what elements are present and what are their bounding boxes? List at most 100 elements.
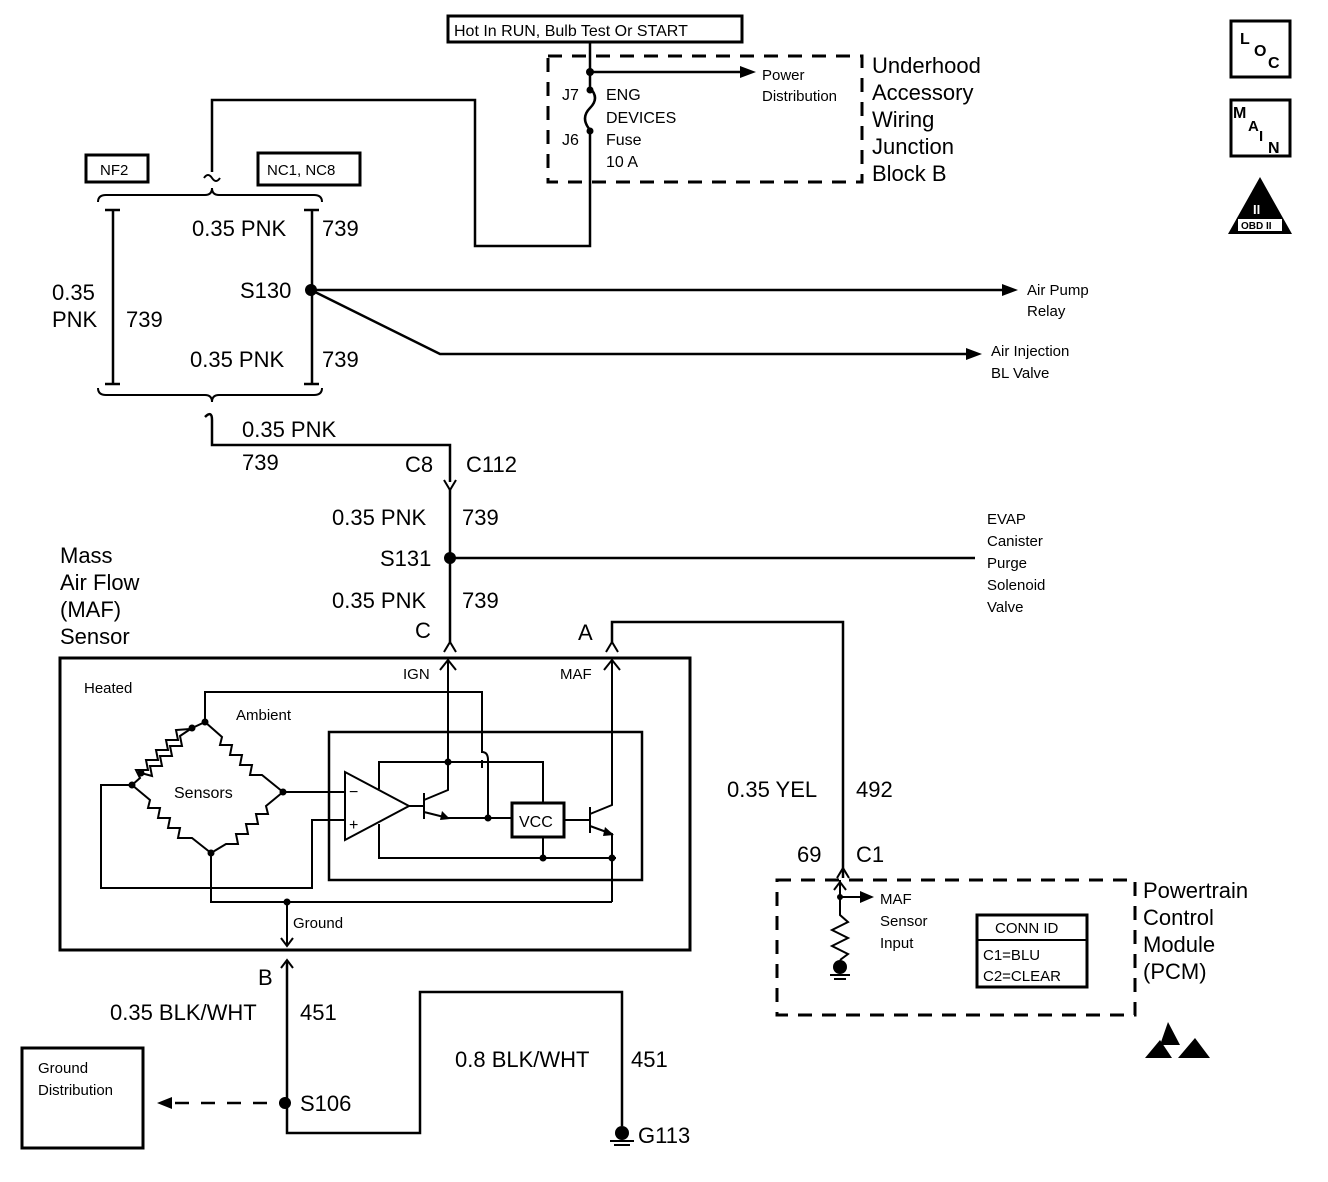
air-injection-label: BL Valve [991,365,1049,382]
evap-label: Purge [987,555,1027,572]
main-letter: M [1233,105,1246,122]
pcm-title: Control [1143,905,1214,930]
option-nf2-text: NF2 [100,162,128,179]
wire-circuit: 451 [300,1000,337,1025]
ground-icon [610,1126,634,1146]
ground-label: Ground [293,915,343,932]
ground-distribution-label: Ground [38,1060,88,1077]
fuse-icon [583,87,597,131]
fuse-label: ENG [606,87,641,104]
sensors-label: Sensors [174,785,233,802]
ground-g113-label: G113 [638,1123,690,1148]
esd-warning-icon [1145,1022,1210,1058]
option-nc1-nc8-text: NC1, NC8 [267,162,335,179]
vcc-block [510,801,566,839]
wire-gauge: 0.35 [52,280,95,305]
sensor-bridge [128,718,287,857]
maf-sensor-title: Sensor [60,624,130,649]
arrow-icon [157,1097,172,1109]
loc-letter: O [1254,43,1266,60]
power-distribution-label: Distribution [762,88,837,105]
loc-letter: C [1268,55,1280,72]
wire-circuit: 739 [242,450,279,475]
option-nf2 [84,153,150,184]
power-condition-label: Hot In RUN, Bulb Test Or START [446,14,744,44]
wire-circuit: 739 [322,347,359,372]
ign-label: IGN [403,666,430,683]
block-name-line: Junction [872,134,954,159]
maf-sensor-title: Mass [60,543,113,568]
option-nc1-nc8 [256,151,362,187]
pcm-pin-label: 69 [797,842,821,867]
main-letter: A [1248,118,1259,135]
wire-circuit: 492 [856,777,893,802]
conn-id-row: C2=CLEAR [983,968,1061,985]
resistor-icon [829,880,851,961]
maf-sensor-title: Air Flow [60,570,140,595]
block-name-line: Accessory [872,80,973,105]
wire-gauge: 0.35 PNK [332,505,426,530]
air-injection-label: Air Injection [991,343,1069,360]
wire-gauge: 0.35 PNK [242,417,336,442]
maf-input-label: Input [880,935,914,952]
main-letter: N [1268,140,1280,157]
connector-c-label: C [415,618,431,643]
evap-label: Canister [987,533,1043,550]
underhood-junction-block: Underhood Accessory Wiring Junction Bloc… [546,42,981,186]
fuse-label: Fuse [606,132,642,149]
splice-s106-label: S106 [300,1091,351,1116]
main-icon[interactable]: M A I N [1229,98,1292,158]
block-name-line: Wiring [872,107,934,132]
wire-circuit: 739 [462,588,499,613]
splice-s131-label: S131 [380,546,431,571]
pcm-module: Powertrain Control Module (PCM) MAF Sens… [775,878,1248,1017]
wire-gauge: 0.35 BLK/WHT [110,1000,257,1025]
power-condition-text: Hot In RUN, Bulb Test Or START [454,23,688,40]
pcm-connector-label: C1 [856,842,884,867]
maf-input-label: MAF [880,891,912,908]
ground-distribution-box [20,1046,145,1150]
ground-distribution-label: Distribution [38,1082,113,1099]
wire-gauge: 0.35 PNK [190,347,284,372]
maf-label: MAF [560,666,592,683]
air-pump-relay-label: Air Pump [1027,282,1089,299]
block-name-line: Underhood [872,53,981,78]
op-amp-plus: + [349,817,358,834]
wire-circuit: 451 [631,1047,668,1072]
op-amp-minus: − [349,784,358,801]
connector-b-label: B [258,965,273,990]
transistor-icon [409,660,515,819]
ground-icon [833,960,847,974]
connector-c8-label: C8 [405,452,433,477]
pin-j6: J6 [562,132,579,149]
conn-id-row: C1=BLU [983,947,1040,964]
arrow-icon [740,66,756,78]
main-letter: I [1259,128,1263,145]
obd-text: II [1253,202,1260,217]
evap-label: EVAP [987,511,1026,528]
air-pump-relay-label: Relay [1027,303,1066,320]
splice-s106 [279,1097,291,1109]
maf-input-label: Sensor [880,913,928,930]
connector-c112-label: C112 [466,452,517,477]
obd-ii-icon[interactable]: II OBD II [1228,177,1292,234]
conn-id-title: CONN ID [995,920,1059,937]
pcm-title: Module [1143,932,1215,957]
wire-gauge: PNK [52,307,98,332]
transistor-icon [564,660,613,902]
pcm-title: (PCM) [1143,959,1207,984]
power-distribution-label: Power [762,67,805,84]
heated-label: Heated [84,680,132,697]
ambient-label: Ambient [236,707,292,724]
splice-s130-label: S130 [240,278,291,303]
loc-letter: L [1240,31,1250,48]
wire-gauge: 0.35 PNK [192,216,286,241]
maf-sensor-title: (MAF) [60,597,121,622]
wire-circuit: 739 [462,505,499,530]
wire-gauge: 0.8 BLK/WHT [455,1047,589,1072]
fuse-label: 10 A [606,154,638,171]
loc-icon[interactable]: L O C [1229,19,1292,79]
wire-circuit: 739 [322,216,359,241]
maf-sensor-box: Heated Ambient Sensors IGN MAF − + [58,656,692,952]
